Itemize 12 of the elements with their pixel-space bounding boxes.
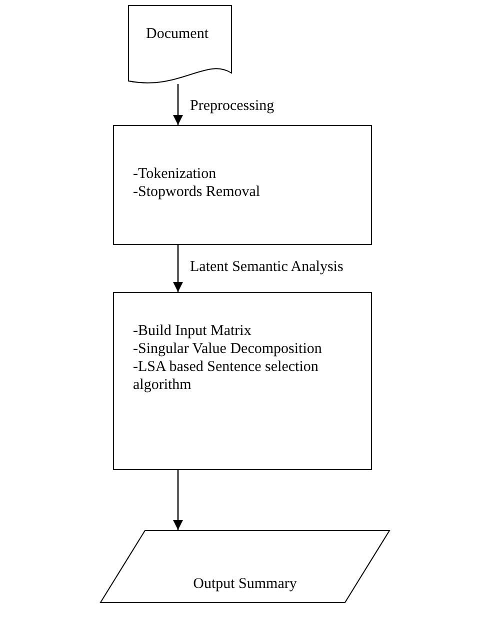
list-item: -Stopwords Removal bbox=[133, 183, 262, 201]
list-item: -Build Input Matrix bbox=[133, 322, 252, 340]
edge-label: Preprocessing bbox=[190, 97, 274, 115]
arrow bbox=[173, 84, 183, 125]
list-item: -Tokenization bbox=[133, 165, 218, 183]
node-label: Output Summary bbox=[192, 575, 298, 593]
list-item: -Singular Value Decomposition bbox=[133, 340, 323, 358]
arrow bbox=[173, 245, 183, 292]
edge-label: Latent Semantic Analysis bbox=[190, 258, 344, 276]
arrow bbox=[173, 470, 183, 530]
list-item: -LSA based Sentence selection algorithm bbox=[133, 358, 320, 394]
node-label: Document bbox=[146, 25, 210, 43]
